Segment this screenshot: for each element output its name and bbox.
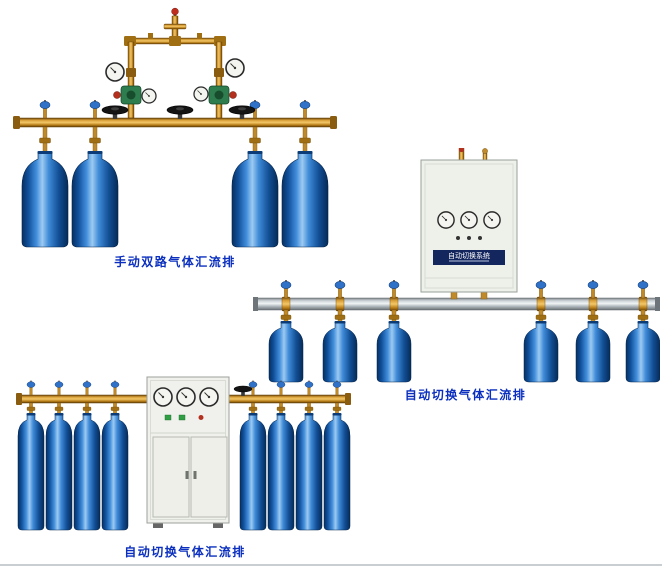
manual-manifold-illustration [13,7,337,248]
cylinder-drop-valve [110,402,120,414]
union-fitting [335,296,345,312]
product-auto-switch-manifold-floor: 自动切换气体汇流排 [15,373,355,560]
cylinder-drop-valve [82,402,92,414]
handwheel-valve [166,105,194,120]
red-adjust-knob [229,91,237,99]
gas-cylinder [17,412,45,531]
blue-cap-valve [388,279,400,299]
gas-cylinder [376,320,412,383]
union-fitting [588,296,598,312]
blue-cap-valve [276,380,286,396]
gas-cylinder [323,412,351,531]
pressure-gauge [483,211,501,229]
gas-cylinder [267,412,295,531]
gas-cylinder [625,320,660,383]
blue-cap-valve [89,99,101,119]
union-fitting [389,296,399,312]
handwheel-valve [101,105,129,120]
cabinet-door-right [190,436,228,518]
cabinet-label: 自动切换系统 [448,251,490,260]
blue-cap-valve [54,380,64,396]
pressure-gauge [225,58,245,78]
product-auto-switch-manifold-wall: 自动切换系统 自动切换气体汇流排 [253,148,660,403]
handwheel-valve [228,105,256,120]
blue-cap-valve [299,99,311,119]
blue-cap-valve [535,279,547,299]
gas-cylinder [73,412,101,531]
red-adjust-knob [113,91,121,99]
indicator-dot [467,236,471,240]
union-fitting [281,296,291,312]
gas-cylinder [45,412,73,531]
cylinder-drop-valve [54,402,64,414]
auto-manifold-illustration: 自动切换系统 [253,148,660,383]
product-caption: 自动切换气体汇流排 [404,388,527,402]
cylinder-drop-valve [276,402,286,414]
gas-cylinder [239,412,267,531]
blue-cap-valve [26,380,36,396]
cylinder-drop-valve [304,402,314,414]
control-cabinet [146,376,230,528]
pressure-gauge [460,211,478,229]
product-caption: 手动双路气体汇流排 [114,255,236,269]
pressure-gauge [153,387,173,407]
red-valve-knob [171,7,179,16]
blue-cap-valve [587,279,599,299]
door-handle [193,471,197,479]
pressure-gauge [105,62,125,82]
indicator-dot [478,236,482,240]
pressure-gauge [193,86,209,102]
cylinder-drop-valve [332,402,342,414]
blue-cap-valve [82,380,92,396]
blue-cap-valve [334,279,346,299]
auto-manifold-floor-illustration [16,376,351,531]
red-valve-knob [458,148,465,153]
regulator-station-left [105,41,157,119]
cabinet-door-left [152,436,190,518]
regulator-station-right [193,41,245,119]
door-handle [185,471,189,479]
cylinder-drop-valve [39,126,51,154]
gas-cylinder [71,150,119,248]
inlet-assembly [124,7,226,46]
green-indicator [164,414,172,421]
cylinder-drop-valve [89,126,101,154]
control-cabinet: 自动切换系统 [420,148,518,300]
blue-cap-valve [332,380,342,396]
handwheel-valve [233,385,253,397]
bottom-divider [0,564,662,566]
blue-cap-valve [110,380,120,396]
manifold-pipe [13,116,337,129]
pressure-gauge [437,211,455,229]
gas-cylinder [21,150,69,248]
cylinder-drop-valve [248,402,258,414]
product-caption: 自动切换气体汇流排 [124,545,246,559]
cylinder-drop-valve [26,402,36,414]
gas-cylinder [295,412,323,531]
union-fitting [638,296,648,312]
blue-cap-valve [637,279,649,299]
indicator-dot [456,236,460,240]
blue-cap-valve [304,380,314,396]
pressure-gauge [141,88,157,104]
pressure-gauge [199,387,219,407]
red-indicator [198,415,204,420]
cabinet-foot [153,523,163,528]
product-manual-dual-manifold: 手动双路气体汇流排 [10,6,340,270]
pressure-gauge [176,387,196,407]
gas-cylinder [575,320,611,383]
gas-cylinder [101,412,129,531]
gas-cylinder [523,320,559,383]
green-indicator [178,414,186,421]
blue-cap-valve [39,99,51,119]
blue-cap-valve [280,279,292,299]
cabinet-foot [213,523,223,528]
union-fitting [536,296,546,312]
